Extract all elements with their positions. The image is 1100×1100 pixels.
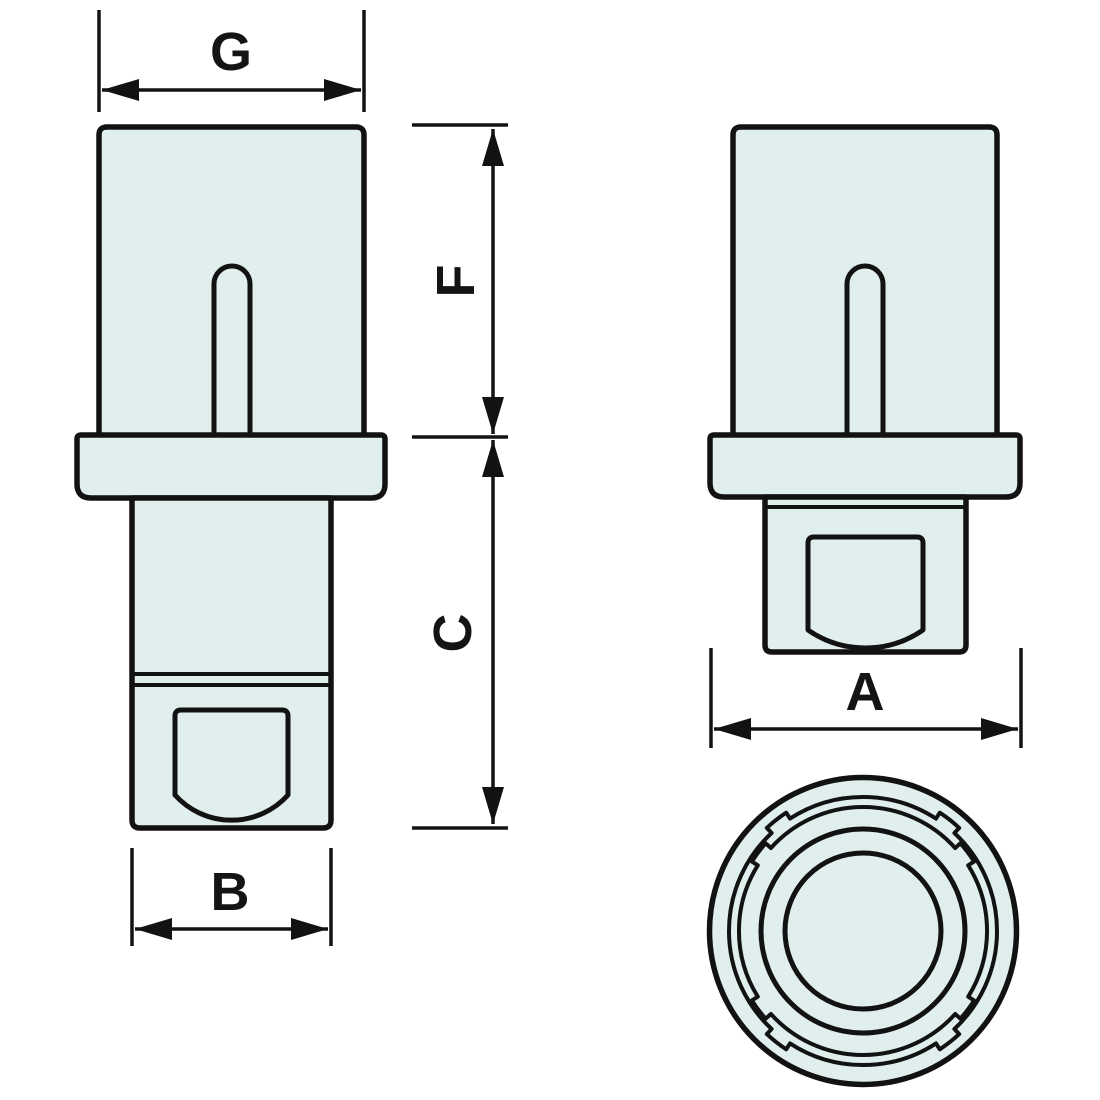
dim-g-arrow-right — [324, 79, 361, 101]
front-flange — [74, 432, 388, 501]
bottom-middle-circle — [758, 826, 968, 1036]
dim-f-arrow-top — [482, 129, 504, 166]
bottom-locking-ring-inner — [737, 805, 989, 1057]
bottom-view — [706, 774, 1020, 1088]
dimension-b: B — [130, 848, 333, 946]
front-cap-body — [96, 124, 367, 440]
front-stem-body — [129, 495, 334, 831]
dim-f-arrow-bottom — [482, 397, 504, 434]
dim-g-label: G — [210, 22, 252, 82]
dimension-a: A — [709, 648, 1023, 748]
dim-a-arrow-right — [981, 718, 1018, 740]
dim-c-arrow-top — [482, 440, 504, 477]
side-view: A — [707, 124, 1023, 748]
front-slot — [211, 263, 253, 436]
front-stem-window — [172, 707, 291, 823]
side-stem-window — [805, 534, 926, 651]
side-slot — [844, 263, 886, 436]
dim-b-label: B — [211, 862, 250, 922]
dimension-f: F — [412, 123, 508, 439]
side-stem-body — [762, 494, 969, 655]
dim-c-arrow-bottom — [482, 787, 504, 824]
dim-c-label: C — [423, 614, 483, 653]
dim-b-arrow-left — [135, 918, 172, 940]
dim-g-arrow-left — [102, 79, 139, 101]
dim-a-arrow-left — [714, 718, 751, 740]
front-view: G F C B — [74, 10, 508, 946]
dimension-g: G — [97, 10, 366, 112]
dim-a-label: A — [846, 662, 885, 722]
bottom-outer-circle — [706, 774, 1020, 1088]
dim-b-arrow-right — [291, 918, 328, 940]
dim-f-label: F — [426, 265, 486, 298]
bottom-locking-ring-outer — [727, 795, 999, 1067]
side-flange — [707, 432, 1023, 500]
side-cap-body — [730, 124, 1000, 440]
bottom-inner-circle — [782, 850, 944, 1012]
dimension-c: C — [412, 440, 508, 830]
